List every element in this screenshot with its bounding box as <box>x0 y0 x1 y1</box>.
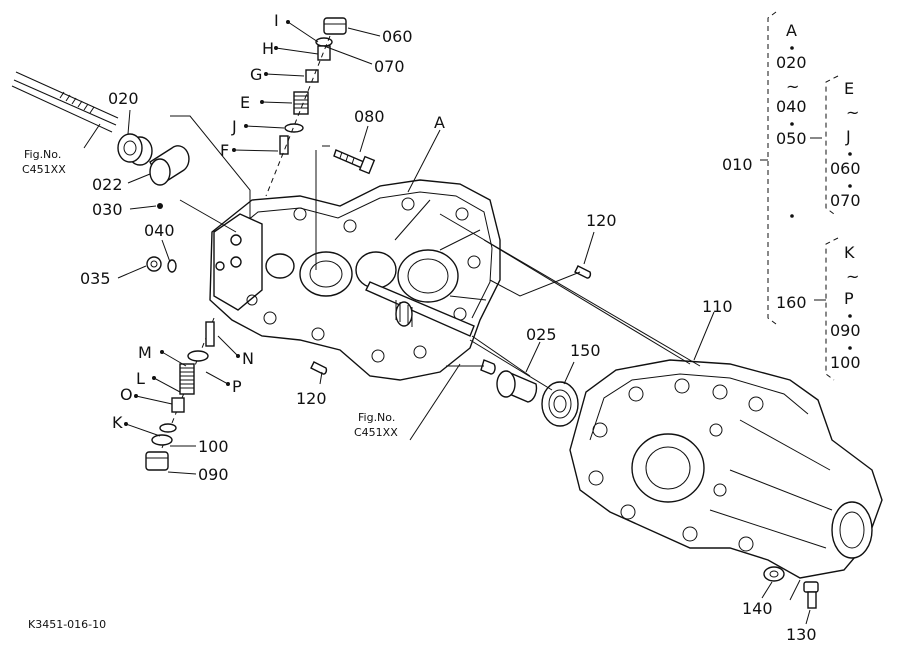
label-120-top: 120 <box>586 211 617 230</box>
assembly-key: 010 A 020 ~ 040 050 160 E ~ J 060 070 K … <box>722 11 861 381</box>
key-e-2: J <box>845 127 851 146</box>
key-k-3: 090 <box>830 321 861 340</box>
fig-ref-1-line2: C451XX <box>22 163 66 176</box>
key-k-4: 100 <box>830 353 861 372</box>
label-035: 035 <box>80 269 111 288</box>
label-030: 030 <box>92 200 123 219</box>
label-150: 150 <box>570 341 601 360</box>
collar-022 <box>149 145 190 186</box>
key-a-0: A <box>786 21 797 40</box>
label-130: 130 <box>786 625 817 644</box>
label-H: H <box>262 39 274 58</box>
label-020: 020 <box>108 89 139 108</box>
label-090: 090 <box>198 465 229 484</box>
bearing-025 <box>480 359 538 403</box>
key-k-0: K <box>844 243 855 262</box>
key-a-2: ~ <box>786 77 799 96</box>
key-main: 010 <box>722 155 753 174</box>
key-a-3: 040 <box>776 97 807 116</box>
input-shaft <box>11 71 119 133</box>
leader-dots <box>124 20 290 426</box>
bolt-080 <box>333 149 376 175</box>
washer-140 <box>763 566 785 582</box>
label-140: 140 <box>742 599 773 618</box>
key-e-4: 070 <box>830 191 861 210</box>
label-N: N <box>242 349 254 368</box>
key-e-3: 060 <box>830 159 861 178</box>
label-I: I <box>274 11 279 30</box>
label-A: A <box>434 113 445 132</box>
bearing-150 <box>541 381 579 427</box>
label-E: E <box>240 93 250 112</box>
label-K: K <box>112 413 123 432</box>
label-110: 110 <box>702 297 733 316</box>
plug-035 <box>146 256 162 272</box>
key-k-1: ~ <box>846 267 859 286</box>
output-shaft <box>365 281 475 337</box>
label-M: M <box>138 343 152 362</box>
label-120-bottom: 120 <box>296 389 327 408</box>
rear-housing-110 <box>569 359 883 601</box>
label-080: 080 <box>354 107 385 126</box>
label-040: 040 <box>144 221 175 240</box>
key-single: 160 <box>776 293 807 312</box>
leader-lines <box>83 21 811 625</box>
label-O: O <box>120 385 133 404</box>
fig-ref-2-line2: C451XX <box>354 426 398 439</box>
label-025: 025 <box>526 325 557 344</box>
fig-ref-1-line1: Fig.No. <box>24 148 61 161</box>
key-e-0: E <box>844 79 854 98</box>
label-070: 070 <box>374 57 405 76</box>
label-G: G <box>250 65 262 84</box>
dowel-pin-120-b <box>310 361 328 375</box>
oring-040 <box>167 259 177 273</box>
label-022: 022 <box>92 175 123 194</box>
key-a-1: 020 <box>776 53 807 72</box>
label-P: P <box>232 377 242 396</box>
label-L: L <box>136 369 145 388</box>
fig-ref-2-line1: Fig.No. <box>358 411 395 424</box>
drawing-code: K3451-016-10 <box>28 618 106 631</box>
key-e-1: ~ <box>846 103 859 122</box>
lower-valve-stack <box>145 317 215 471</box>
bolt-130 <box>803 581 819 609</box>
label-060: 060 <box>382 27 413 46</box>
callout-labels: I H G E J F 060 070 080 A 020 022 030 04… <box>22 11 817 644</box>
label-100: 100 <box>198 437 229 456</box>
key-k-2: P <box>844 289 854 308</box>
transmission-case <box>209 179 501 381</box>
key-a-4: 050 <box>776 129 807 148</box>
label-F: F <box>220 141 229 160</box>
plug-030 <box>157 203 163 209</box>
bearing-020 <box>117 133 153 166</box>
label-J: J <box>231 117 237 136</box>
dowel-pin-120-a <box>574 265 592 279</box>
upper-valve-stack <box>265 17 347 197</box>
